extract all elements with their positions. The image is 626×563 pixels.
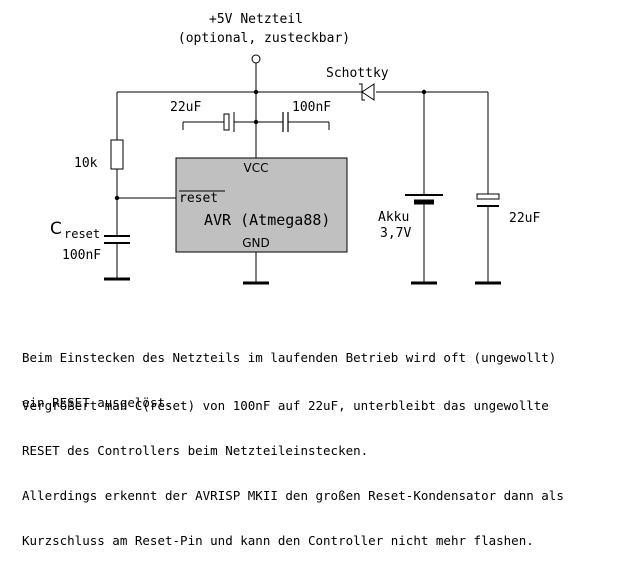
description-line: ein RESET ausgelöst. xyxy=(22,395,173,410)
chip-gnd-label: GND xyxy=(242,236,270,250)
reset-cap-value: 100nF xyxy=(62,248,101,263)
ground-symbols xyxy=(104,277,501,285)
junction-dots xyxy=(114,89,427,201)
description-line: Kurzschluss am Reset-Pin und kann den Co… xyxy=(22,533,534,548)
battery-label-line1: Akku xyxy=(378,210,409,225)
electrolytic-cap-right-icon xyxy=(476,193,500,207)
description-line: RESET des Controllers beim Netzteileinst… xyxy=(22,443,369,458)
description-paragraph-2: Vergrößert man C(reset) von 100nF auf 22… xyxy=(22,368,622,563)
reset-cap-icon xyxy=(104,235,130,244)
chip-name: AVR (Atmega88) xyxy=(204,211,330,229)
resistor-icon xyxy=(110,139,124,170)
battery-cap-label: 22uF xyxy=(509,211,540,226)
reset-cap-symbol: C xyxy=(50,219,62,239)
ceramic-cap-100nf-icon xyxy=(282,112,289,132)
schematic-diagram: +5V Netzteil (optional, zusteckbar) Scho… xyxy=(50,12,540,285)
description-line: Allerdings erkennt der AVRISP MKII den g… xyxy=(22,488,564,503)
battery-icon xyxy=(405,194,443,205)
cap-left-label: 22uF xyxy=(170,100,201,115)
description-line: Vergrößert man C(reset) von 100nF auf 22… xyxy=(22,398,549,413)
cap-right-label: 100nF xyxy=(292,100,331,115)
chip-vcc-label: VCC xyxy=(244,161,269,175)
avr-chip xyxy=(175,157,348,253)
description-line: Beim Einstecken des Netzteils im laufend… xyxy=(22,350,557,365)
reset-cap-subscript: reset xyxy=(64,227,100,241)
schottky-diode-icon xyxy=(359,83,375,101)
supply-label-line1: +5V Netzteil xyxy=(209,12,303,27)
supply-label-line2: (optional, zusteckbar) xyxy=(178,31,350,46)
wires xyxy=(116,63,489,283)
chip-reset-label: reset xyxy=(179,191,218,206)
resistor-label: 10k xyxy=(74,156,98,171)
battery-label-line2: 3,7V xyxy=(380,226,411,241)
supply-terminal xyxy=(251,54,261,64)
description-paragraph-1: Beim Einstecken des Netzteils im laufend… xyxy=(22,320,622,425)
electrolytic-cap-22uf-icon xyxy=(223,112,235,132)
diode-label: Schottky xyxy=(326,66,389,81)
